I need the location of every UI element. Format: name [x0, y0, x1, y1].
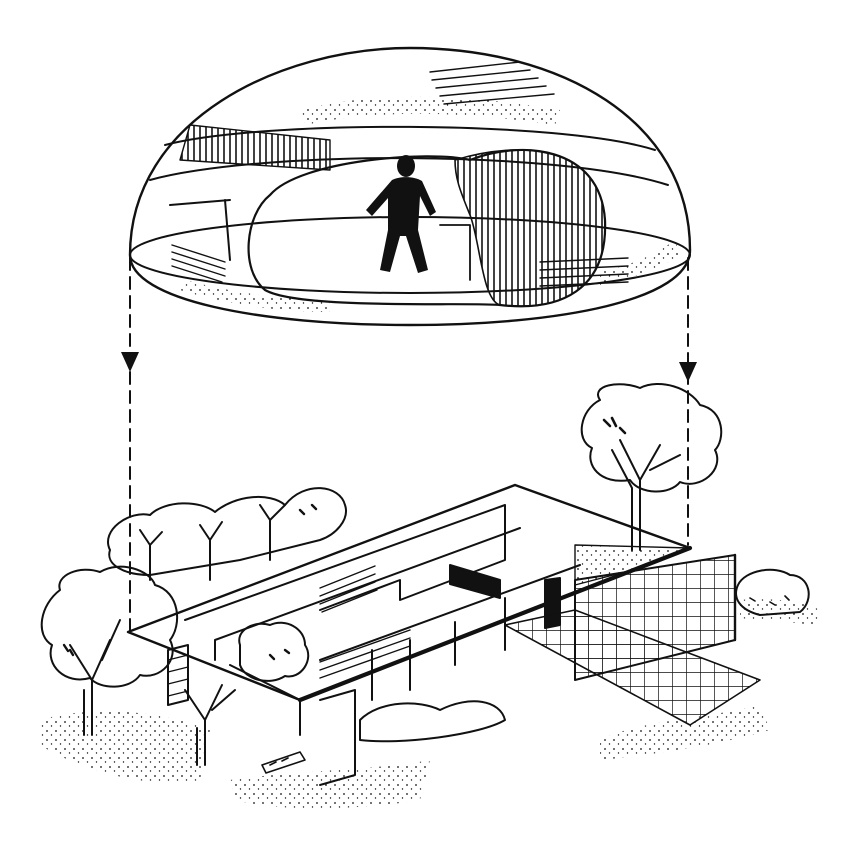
tree-icon	[42, 567, 177, 735]
tree-icon	[582, 384, 722, 550]
human-figure-icon	[366, 155, 436, 273]
